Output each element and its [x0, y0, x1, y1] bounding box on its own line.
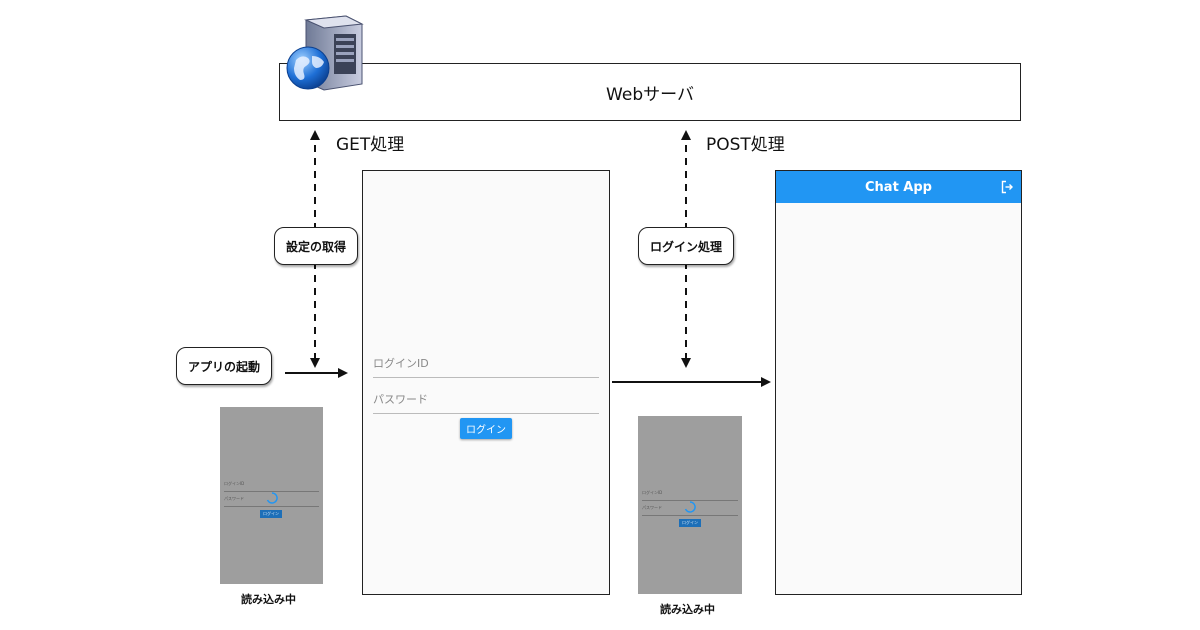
login-id-field-label: ログインID: [373, 357, 429, 370]
server-globe-icon: [286, 15, 364, 91]
app-start-bubble: アプリの起動: [176, 347, 272, 385]
loading-caption-2: 読み込み中: [660, 603, 715, 616]
mini-login-id-label: ログインID: [224, 481, 245, 486]
chat-app-title: Chat App: [865, 179, 932, 195]
app-start-text: アプリの起動: [187, 359, 260, 374]
mini-password-label: パスワード: [224, 496, 244, 501]
mini-login-button-label: ログイン: [263, 511, 279, 516]
loading-spinner-icon: [266, 492, 278, 504]
login-process-text: ログイン処理: [649, 239, 722, 254]
loading-screen-thumbnail-2: ログインID パスワード ログイン: [638, 416, 742, 594]
get-label: GET処理: [336, 135, 405, 155]
password-field-label: パスワード: [373, 393, 428, 406]
web-server-title: Webサーバ: [606, 84, 694, 105]
loading-spinner-icon: [684, 501, 696, 513]
mini2-password-field: [642, 515, 738, 516]
mini2-login-id-label: ログインID: [642, 490, 663, 495]
login-process-bubble: ログイン処理: [638, 227, 734, 265]
chat-screen: Chat App: [775, 170, 1022, 595]
mini-password-field: [224, 506, 319, 507]
get-settings-text: 設定の取得: [285, 239, 346, 254]
mini2-login-button: ログイン: [679, 519, 701, 527]
logout-icon[interactable]: [1000, 180, 1014, 194]
get-settings-bubble: 設定の取得: [274, 227, 358, 265]
login-button[interactable]: ログイン: [460, 418, 512, 439]
web-server-box: Webサーバ: [279, 63, 1021, 121]
mini-login-button: ログイン: [260, 510, 282, 518]
mini2-login-id-field: [642, 500, 738, 501]
loading-caption: 読み込み中: [241, 593, 296, 606]
mini2-login-button-label: ログイン: [682, 520, 698, 525]
login-button-label: ログイン: [466, 425, 506, 436]
login-screen: ログインID パスワード ログイン: [362, 170, 610, 595]
chat-app-bar: Chat App: [776, 171, 1021, 203]
post-label: POST処理: [706, 135, 785, 155]
loading-screen-thumbnail: ログインID パスワード ログイン: [220, 407, 323, 584]
mini2-password-label: パスワード: [642, 505, 662, 510]
login-id-field[interactable]: [373, 377, 599, 378]
mini-login-id-field: [224, 491, 319, 492]
password-field[interactable]: [373, 413, 599, 414]
